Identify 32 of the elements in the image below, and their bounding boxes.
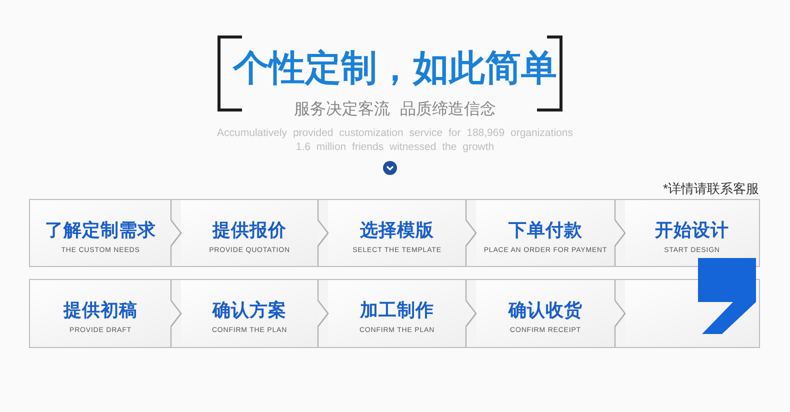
step-cell: [181, 200, 318, 266]
step-cell: [30, 280, 171, 347]
step-title: 选择模版: [360, 220, 434, 240]
subtitle: 服务决定客流 品质缔造信念: [294, 101, 496, 119]
chevron-arrow: [317, 300, 329, 328]
english-tagline: Accumulatively provided customization service for 188,969 organizations: [217, 127, 573, 139]
step-title: 下单付款: [508, 220, 582, 240]
english-tagline: 1.6 million friends witnessed the growth: [296, 141, 494, 153]
step-cell: [328, 280, 466, 347]
step-cell: [476, 200, 615, 266]
chevron-arrow: [614, 219, 626, 247]
step-title: 开始设计: [655, 220, 729, 240]
step-cell: [476, 280, 615, 347]
title: 个性定制，如此简单: [233, 47, 557, 89]
step-title: 确认方案: [212, 300, 286, 320]
contact-note: *详情请联系客服: [662, 181, 759, 197]
step-cell: [625, 200, 759, 266]
step-cell: [30, 200, 171, 266]
chevron-arrow: [170, 219, 182, 247]
step-cell: [328, 200, 466, 266]
step-title: 加工制作: [360, 300, 434, 320]
step-title: 确认收货: [508, 300, 582, 320]
step-title: 提供初稿: [64, 300, 138, 320]
step-cell: [181, 280, 318, 347]
hook-ribbon: [698, 258, 756, 334]
step-title: 了解定制需求: [45, 220, 156, 240]
chevron-arrow: [317, 219, 329, 247]
chevron-arrow: [170, 300, 182, 328]
chevron-arrow: [465, 219, 477, 247]
chevron-arrow: [614, 300, 626, 328]
step-title: 提供报价: [212, 220, 286, 240]
chevron-arrow: [465, 300, 477, 328]
